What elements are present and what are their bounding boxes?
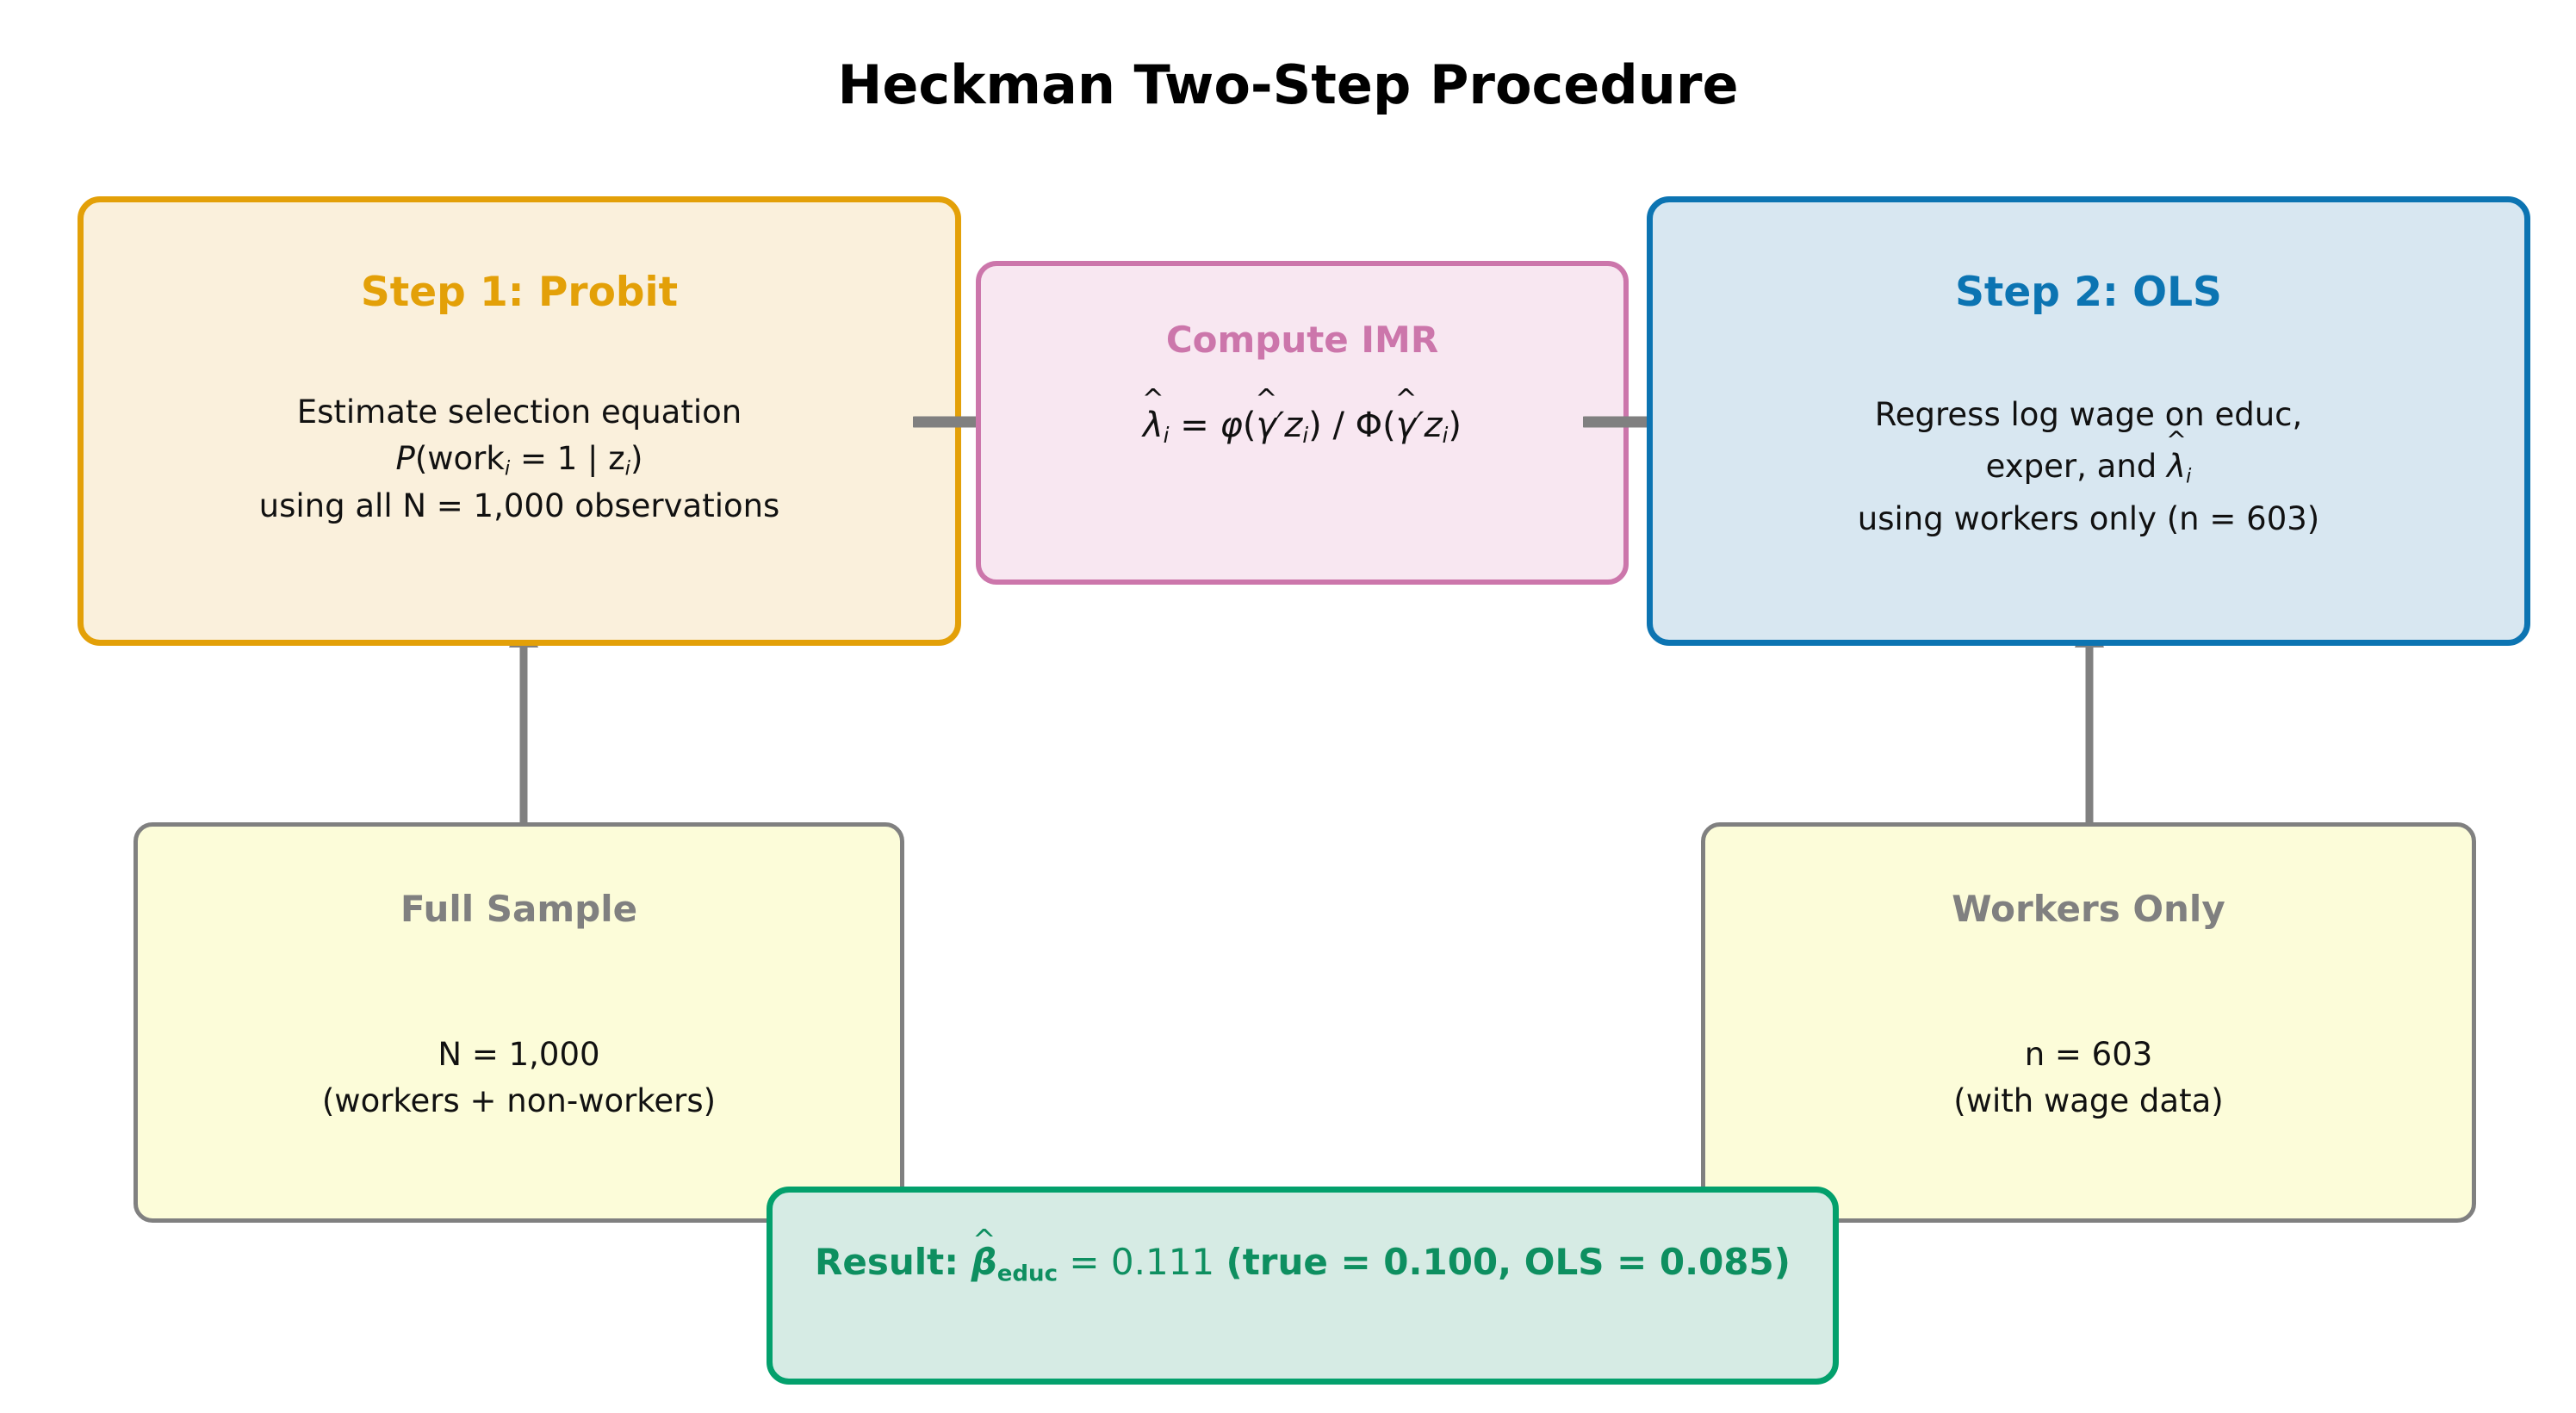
imr-formula: ^λi = φ(^γ′zi) / Φ(^γ′zi)	[1142, 386, 1462, 451]
compute-imr-box[interactable]: Compute IMR ^λi = φ(^γ′zi) / Φ(^γ′zi)	[976, 261, 1629, 585]
imr-equals: =	[1169, 406, 1220, 446]
step2-hat-mark: ^	[2165, 425, 2188, 455]
full-sample-line-1: N = 1,000	[438, 1036, 600, 1074]
result-text: Result: ^βeduc = 0.111 (true = 0.100, OL…	[815, 1226, 1791, 1287]
imr-gamma-1: γ	[1256, 406, 1277, 446]
imr-sub-i-1: i	[1163, 423, 1170, 449]
step1-line-2-formula: P(worki = 1 | zi)	[259, 436, 780, 484]
result-banner[interactable]: Result: ^βeduc = 0.111 (true = 0.100, OL…	[767, 1187, 1839, 1385]
step1-sub-i-1: i	[504, 457, 511, 480]
step2-heading: Step 2: OLS	[1955, 269, 2222, 316]
imr-open-1: (	[1242, 406, 1257, 446]
step1-probit-box[interactable]: Step 1: Probit Estimate selection equati…	[78, 196, 961, 646]
step2-lambda: λ	[2167, 447, 2186, 485]
step2-lambda-hat: ^λ	[2166, 428, 2187, 493]
imr-open-2: (	[1382, 406, 1396, 446]
step1-line-3: using all N = 1,000 observations	[258, 487, 780, 525]
step1-close-paren: )	[630, 439, 643, 477]
imr-hat-mark-3: ^	[1394, 384, 1418, 416]
result-label: Result:	[815, 1241, 971, 1283]
step1-work-open: (work	[414, 439, 505, 477]
imr-lambda: λ	[1142, 406, 1164, 446]
result-beta: β	[971, 1241, 997, 1283]
step2-sub-i: i	[2185, 465, 2192, 488]
result-beta-hat: ^β	[971, 1226, 997, 1283]
imr-phi-small: φ	[1220, 406, 1243, 446]
workers-only-heading: Workers Only	[1952, 888, 2225, 930]
step2-line-2-formula: exper, and ^λi	[1858, 428, 2319, 493]
workers-only-line-2: (with wage data)	[1953, 1081, 2224, 1119]
step1-prob-symbol: P	[395, 439, 415, 477]
step2-body: Regress log wage on educ, exper, and ^λi…	[1858, 389, 2319, 544]
page-title: Heckman Two-Step Procedure	[837, 53, 1739, 116]
imr-gamma-hat-2: ^γ	[1395, 386, 1418, 450]
step2-line-3: using workers only (n = 603)	[1857, 499, 2320, 537]
workers-only-box[interactable]: Workers Only n = 603 (with wage data)	[1701, 822, 2476, 1223]
full-sample-heading: Full Sample	[400, 888, 638, 930]
result-comparison: (true = 0.100, OLS = 0.085)	[1226, 1241, 1791, 1283]
imr-hat-mark: ^	[1141, 384, 1164, 416]
workers-only-body: n = 603 (with wage data)	[1953, 1032, 2223, 1124]
imr-slash: /	[1321, 406, 1356, 446]
step2-ols-box[interactable]: Step 2: OLS Regress log wage on educ, ex…	[1647, 196, 2530, 646]
imr-phi-cap: Φ	[1355, 406, 1383, 446]
step1-body: Estimate selection equation P(worki = 1 …	[259, 389, 780, 530]
result-sub-educ: educ	[996, 1261, 1058, 1287]
imr-hat-mark-2: ^	[1255, 384, 1278, 416]
imr-gamma-hat-1: ^γ	[1255, 386, 1277, 450]
full-sample-box[interactable]: Full Sample N = 1,000 (workers + non-wor…	[133, 822, 904, 1223]
imr-close-2: )	[1448, 406, 1462, 446]
step1-line-1: Estimate selection equation	[296, 394, 742, 431]
step1-sub-i-2: i	[624, 457, 631, 480]
imr-prime-1: ′	[1276, 406, 1285, 446]
imr-z-2: z	[1424, 406, 1443, 446]
imr-gamma-2: γ	[1395, 406, 1417, 446]
imr-prime-2: ′	[1416, 406, 1425, 446]
full-sample-body: N = 1,000 (workers + non-workers)	[322, 1032, 716, 1124]
imr-heading: Compute IMR	[1165, 319, 1439, 361]
step1-cond-mid: = 1 | z	[510, 439, 625, 477]
imr-sub-i-2: i	[1302, 423, 1309, 449]
step1-heading: Step 1: Probit	[360, 269, 679, 316]
full-sample-line-2: (workers + non-workers)	[321, 1081, 717, 1119]
imr-close-1: )	[1308, 406, 1322, 446]
result-hat-mark: ^	[971, 1223, 996, 1256]
imr-z-1: z	[1284, 406, 1303, 446]
step2-exper-text: exper, and	[1985, 447, 2168, 485]
imr-lambda-hat: ^λ	[1142, 386, 1164, 450]
step2-line-1: Regress log wage on educ,	[1874, 396, 2303, 434]
imr-sub-i-3: i	[1442, 423, 1449, 449]
workers-only-line-1: n = 603	[2024, 1036, 2153, 1074]
result-value: = 0.111	[1058, 1241, 1226, 1283]
